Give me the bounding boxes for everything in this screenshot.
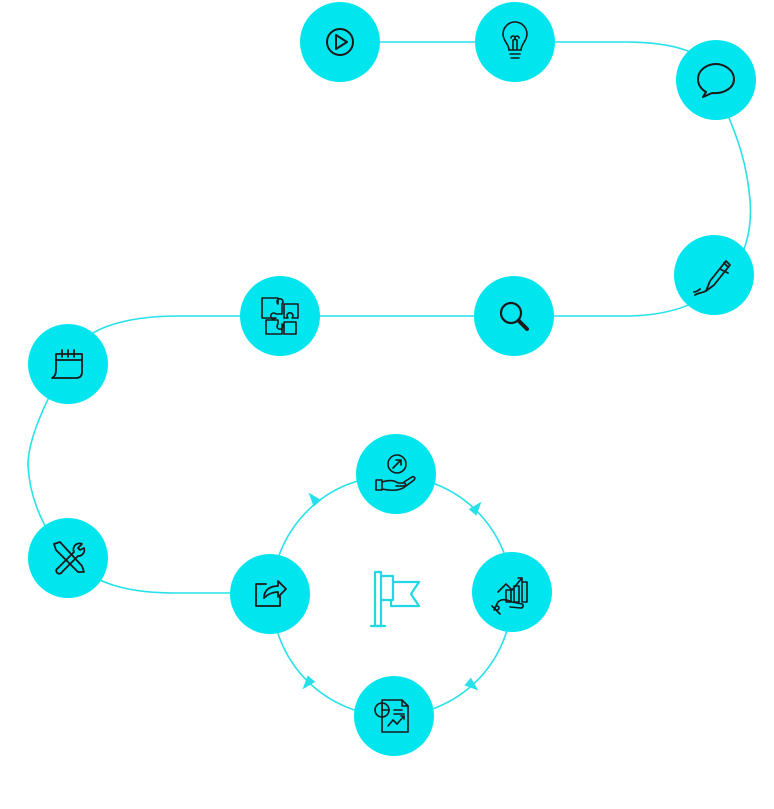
journey-step-discuss: [676, 40, 756, 120]
cycle-step-grow: [472, 552, 552, 632]
lightbulb-icon: [502, 21, 528, 59]
arrow-head-icon: [468, 501, 482, 516]
journey-step-schedule: [28, 324, 108, 404]
puzzle-icon: [261, 297, 299, 335]
arrow-head-icon: [308, 492, 322, 507]
journey-step-combine: [240, 276, 320, 356]
cycle-step-invest: [356, 434, 436, 514]
journey-step-idea: [475, 2, 555, 82]
arrow-head-icon: [464, 677, 479, 691]
cycle-step-report: [354, 676, 434, 756]
journey-step-play: [300, 2, 380, 82]
magnifier-icon: [499, 301, 529, 331]
speech-bubble-icon: [697, 63, 735, 98]
share-icon: [255, 580, 287, 607]
journey-step-write: [674, 235, 754, 315]
journey-step-research: [474, 276, 554, 356]
flag-icon: [369, 570, 421, 628]
calendar-icon: [51, 349, 83, 379]
arrow-head-icon: [302, 675, 316, 690]
play-icon: [326, 28, 354, 56]
cycle-step-share: [230, 554, 310, 634]
tools-icon: [53, 541, 86, 575]
journey-step-build: [28, 518, 108, 598]
growth-chart-icon: [491, 577, 528, 615]
hand-growth-icon: [375, 454, 416, 492]
report-chart-icon: [374, 699, 409, 733]
pen-icon: [693, 260, 731, 296]
